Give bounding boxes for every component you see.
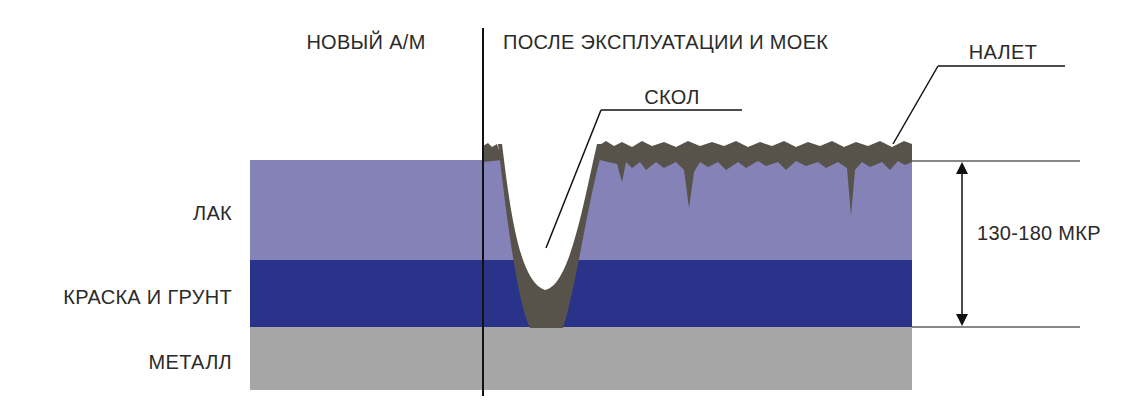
chip-leader <box>546 110 601 248</box>
dimension-arrowhead <box>956 162 968 174</box>
dimension-extension <box>912 326 1080 327</box>
column-heading: ПОСЛЕ ЭКСПЛУАТАЦИИ И МОЕК <box>503 30 828 54</box>
metal-layer <box>250 327 912 390</box>
dimension-arrowhead <box>956 314 968 326</box>
dimension-label: 130-180 МКР <box>977 221 1101 245</box>
chip-cavity <box>502 144 597 290</box>
chip-underline <box>601 109 742 111</box>
callout-label: НАЛЕТ <box>969 40 1037 64</box>
divider-line <box>482 28 484 396</box>
dimension-extension <box>912 160 1080 161</box>
callout-label: СКОЛ <box>644 85 700 109</box>
deposit-leader <box>893 66 938 144</box>
deposit-underline <box>938 65 1065 67</box>
paint-primer-layer <box>250 260 912 328</box>
layer-name: КРАСКА И ГРУНТ <box>63 285 232 309</box>
dimension-line <box>961 166 963 322</box>
chip-deposit <box>483 144 605 328</box>
column-heading: НОВЫЙ А/М <box>306 30 425 54</box>
layer-name: ЛАК <box>193 201 232 225</box>
layer-name: МЕТАЛЛ <box>149 350 232 374</box>
